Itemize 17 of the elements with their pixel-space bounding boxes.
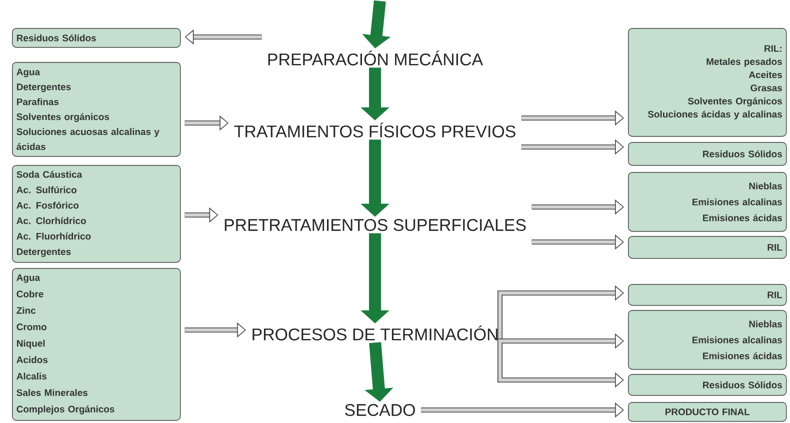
material-box: Agua Cobre Zinc Cromo Niquel Acidos Alcalis Sales Minerales Complejos Orgánicos <box>12 268 181 421</box>
material-box: Nieblas Emisiones alcalinas Emisiones ácidas <box>628 172 787 232</box>
process-step: PROCESOS DE TERMINACIÓN <box>252 326 498 340</box>
material-box: RIL: Metales pesados Aceites Grasas Solventes Orgánicos Soluciones ácidas y alcalinas <box>628 28 787 137</box>
material-box: PRODUCTO FINAL <box>628 402 787 422</box>
process-step: PREPARACIÓN MECÁNICA <box>268 50 484 66</box>
material-box: Soda Cáustica Ac. Sulfúrico Ac. Fosfórico Ac. Clorhídrico Ac. Fluorhídrico Detergentes <box>12 165 181 263</box>
material-box: Nieblas Emisiones alcalinas Emisiones ácidas <box>628 310 787 370</box>
process-step: TRATAMIENTOS FÍSICOS PREVIOS <box>234 122 516 138</box>
material-box: Residuos Sólidos <box>628 374 787 396</box>
material-box: RIL <box>628 236 787 259</box>
material-box: Agua Detergentes Parafinas Solventes orgánicos Soluciones acuosas alcalinas y ácidas <box>12 62 181 157</box>
process-step: PRETRATAMIENTOS SUPERFICIALES <box>224 219 526 231</box>
material-box: RIL <box>628 284 787 306</box>
material-box: Residuos Sólidos <box>12 28 181 48</box>
material-box: Residuos Sólidos <box>628 142 787 166</box>
process-step: SECADO <box>345 404 415 416</box>
